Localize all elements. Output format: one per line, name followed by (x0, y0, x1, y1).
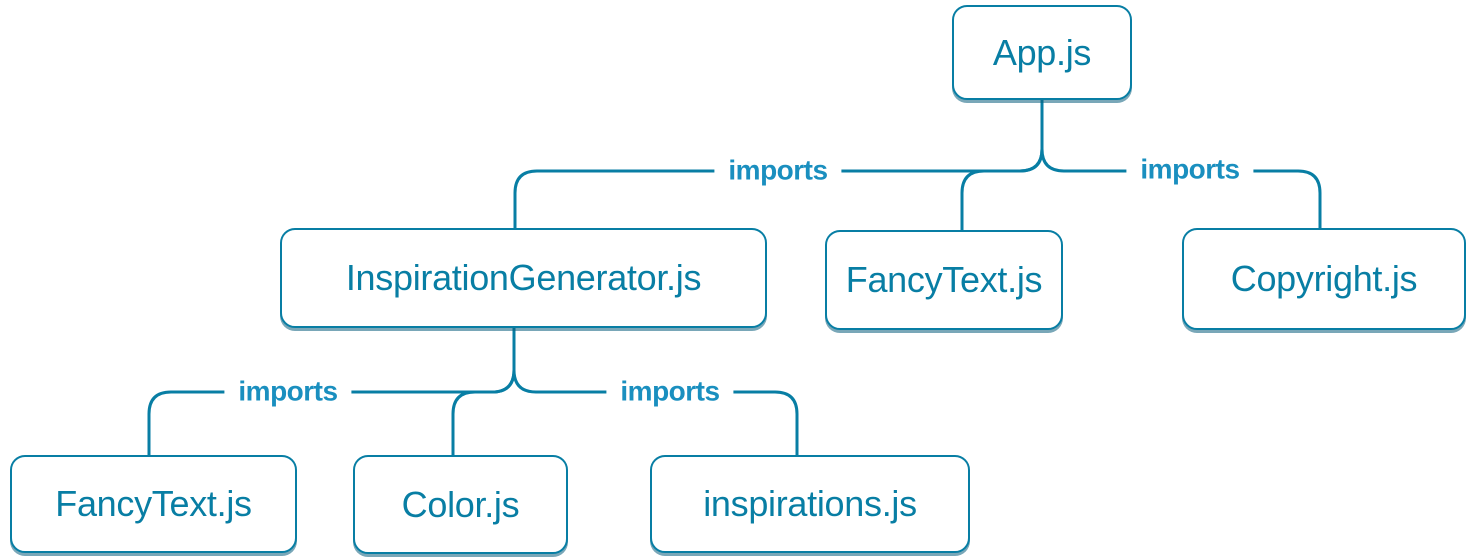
node-inspirationgenerator-js: InspirationGenerator.js (280, 228, 767, 328)
node-label: Copyright.js (1230, 258, 1418, 299)
edge-label-imports: imports (714, 155, 842, 187)
edge-label-imports: imports (224, 376, 352, 408)
node-label: FancyText.js (55, 483, 252, 524)
node-fancytext-js-top: FancyText.js (825, 230, 1063, 330)
node-app-js: App.js (952, 5, 1132, 100)
node-label: Color.js (401, 483, 520, 525)
node-fancytext-js-bottom: FancyText.js (10, 455, 297, 553)
node-label: App.js (992, 31, 1092, 73)
node-label: inspirations.js (703, 483, 917, 524)
edge-label-imports: imports (1126, 154, 1254, 186)
node-label: InspirationGenerator.js (345, 257, 702, 298)
edge-inspirationgenerator-to-color (451, 328, 516, 455)
node-inspirations-js: inspirations.js (650, 455, 970, 553)
node-copyright-js: Copyright.js (1182, 228, 1466, 330)
edge-app-to-fancytext (960, 100, 1044, 230)
node-label: FancyText.js (845, 259, 1043, 300)
edge-label-imports: imports (606, 376, 734, 408)
node-color-js: Color.js (353, 455, 568, 554)
